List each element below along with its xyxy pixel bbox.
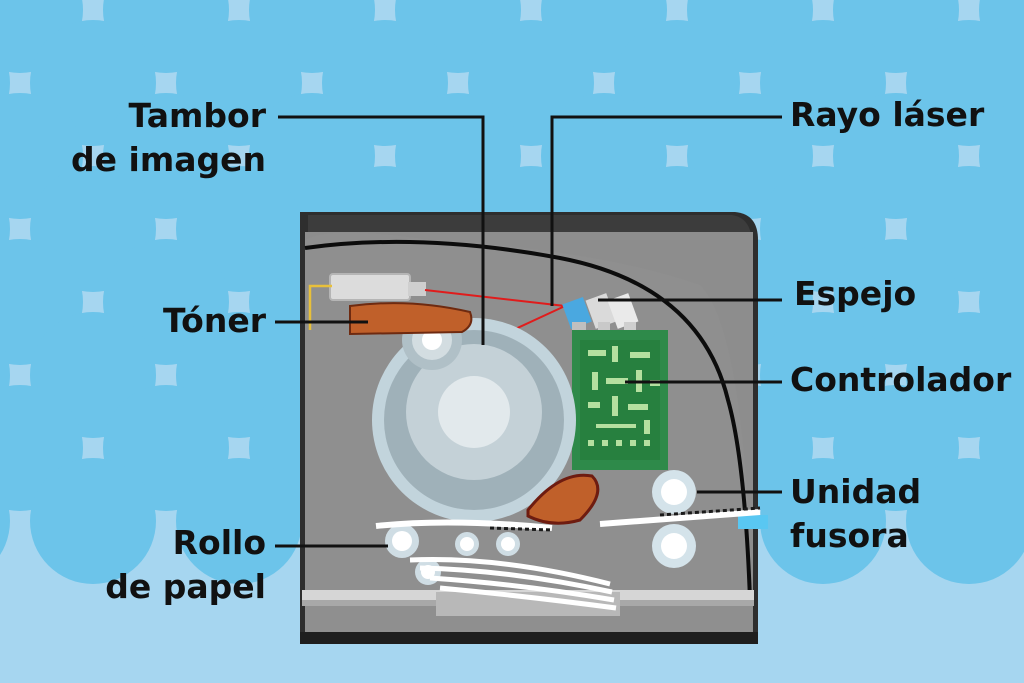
toner-icon: [349, 302, 600, 525]
background-dot: [760, 458, 886, 584]
paper-path: [375, 506, 761, 532]
circuit-board-icon: [572, 330, 668, 470]
label-unidad-line1: Unidad: [790, 472, 922, 511]
label-tambor-de-imagen: Tambor de imagen: [71, 94, 266, 182]
leader-lines: [275, 115, 782, 548]
label-rollo-line1: Rollo: [172, 523, 266, 562]
background-dot: [30, 458, 156, 584]
leader-rayo: [550, 115, 782, 306]
label-unidad-fusora: Unidad fusora: [790, 470, 921, 558]
background-dot: [906, 458, 1024, 584]
leader-tambor: [278, 115, 485, 345]
background-dot: [176, 458, 302, 584]
label-espejo: Espejo: [794, 274, 917, 313]
laser-unit-icon: [308, 273, 426, 330]
label-rollo-line2: de papel: [105, 567, 266, 606]
paper-stack-icon: [409, 557, 620, 616]
label-tambor-line2: de imagen: [71, 140, 266, 179]
image-drum-icon: [372, 310, 576, 522]
label-tambor-line1: Tambor: [128, 96, 266, 135]
label-controlador: Controlador: [790, 360, 1012, 399]
label-unidad-line2: fusora: [790, 516, 909, 555]
background-dot: [0, 486, 10, 556]
label-toner: Tóner: [163, 301, 266, 340]
label-rayo-laser: Rayo láser: [790, 95, 985, 134]
fuser-roller-icon: [652, 470, 768, 568]
label-rollo-de-papel: Rollo de papel: [105, 521, 266, 609]
